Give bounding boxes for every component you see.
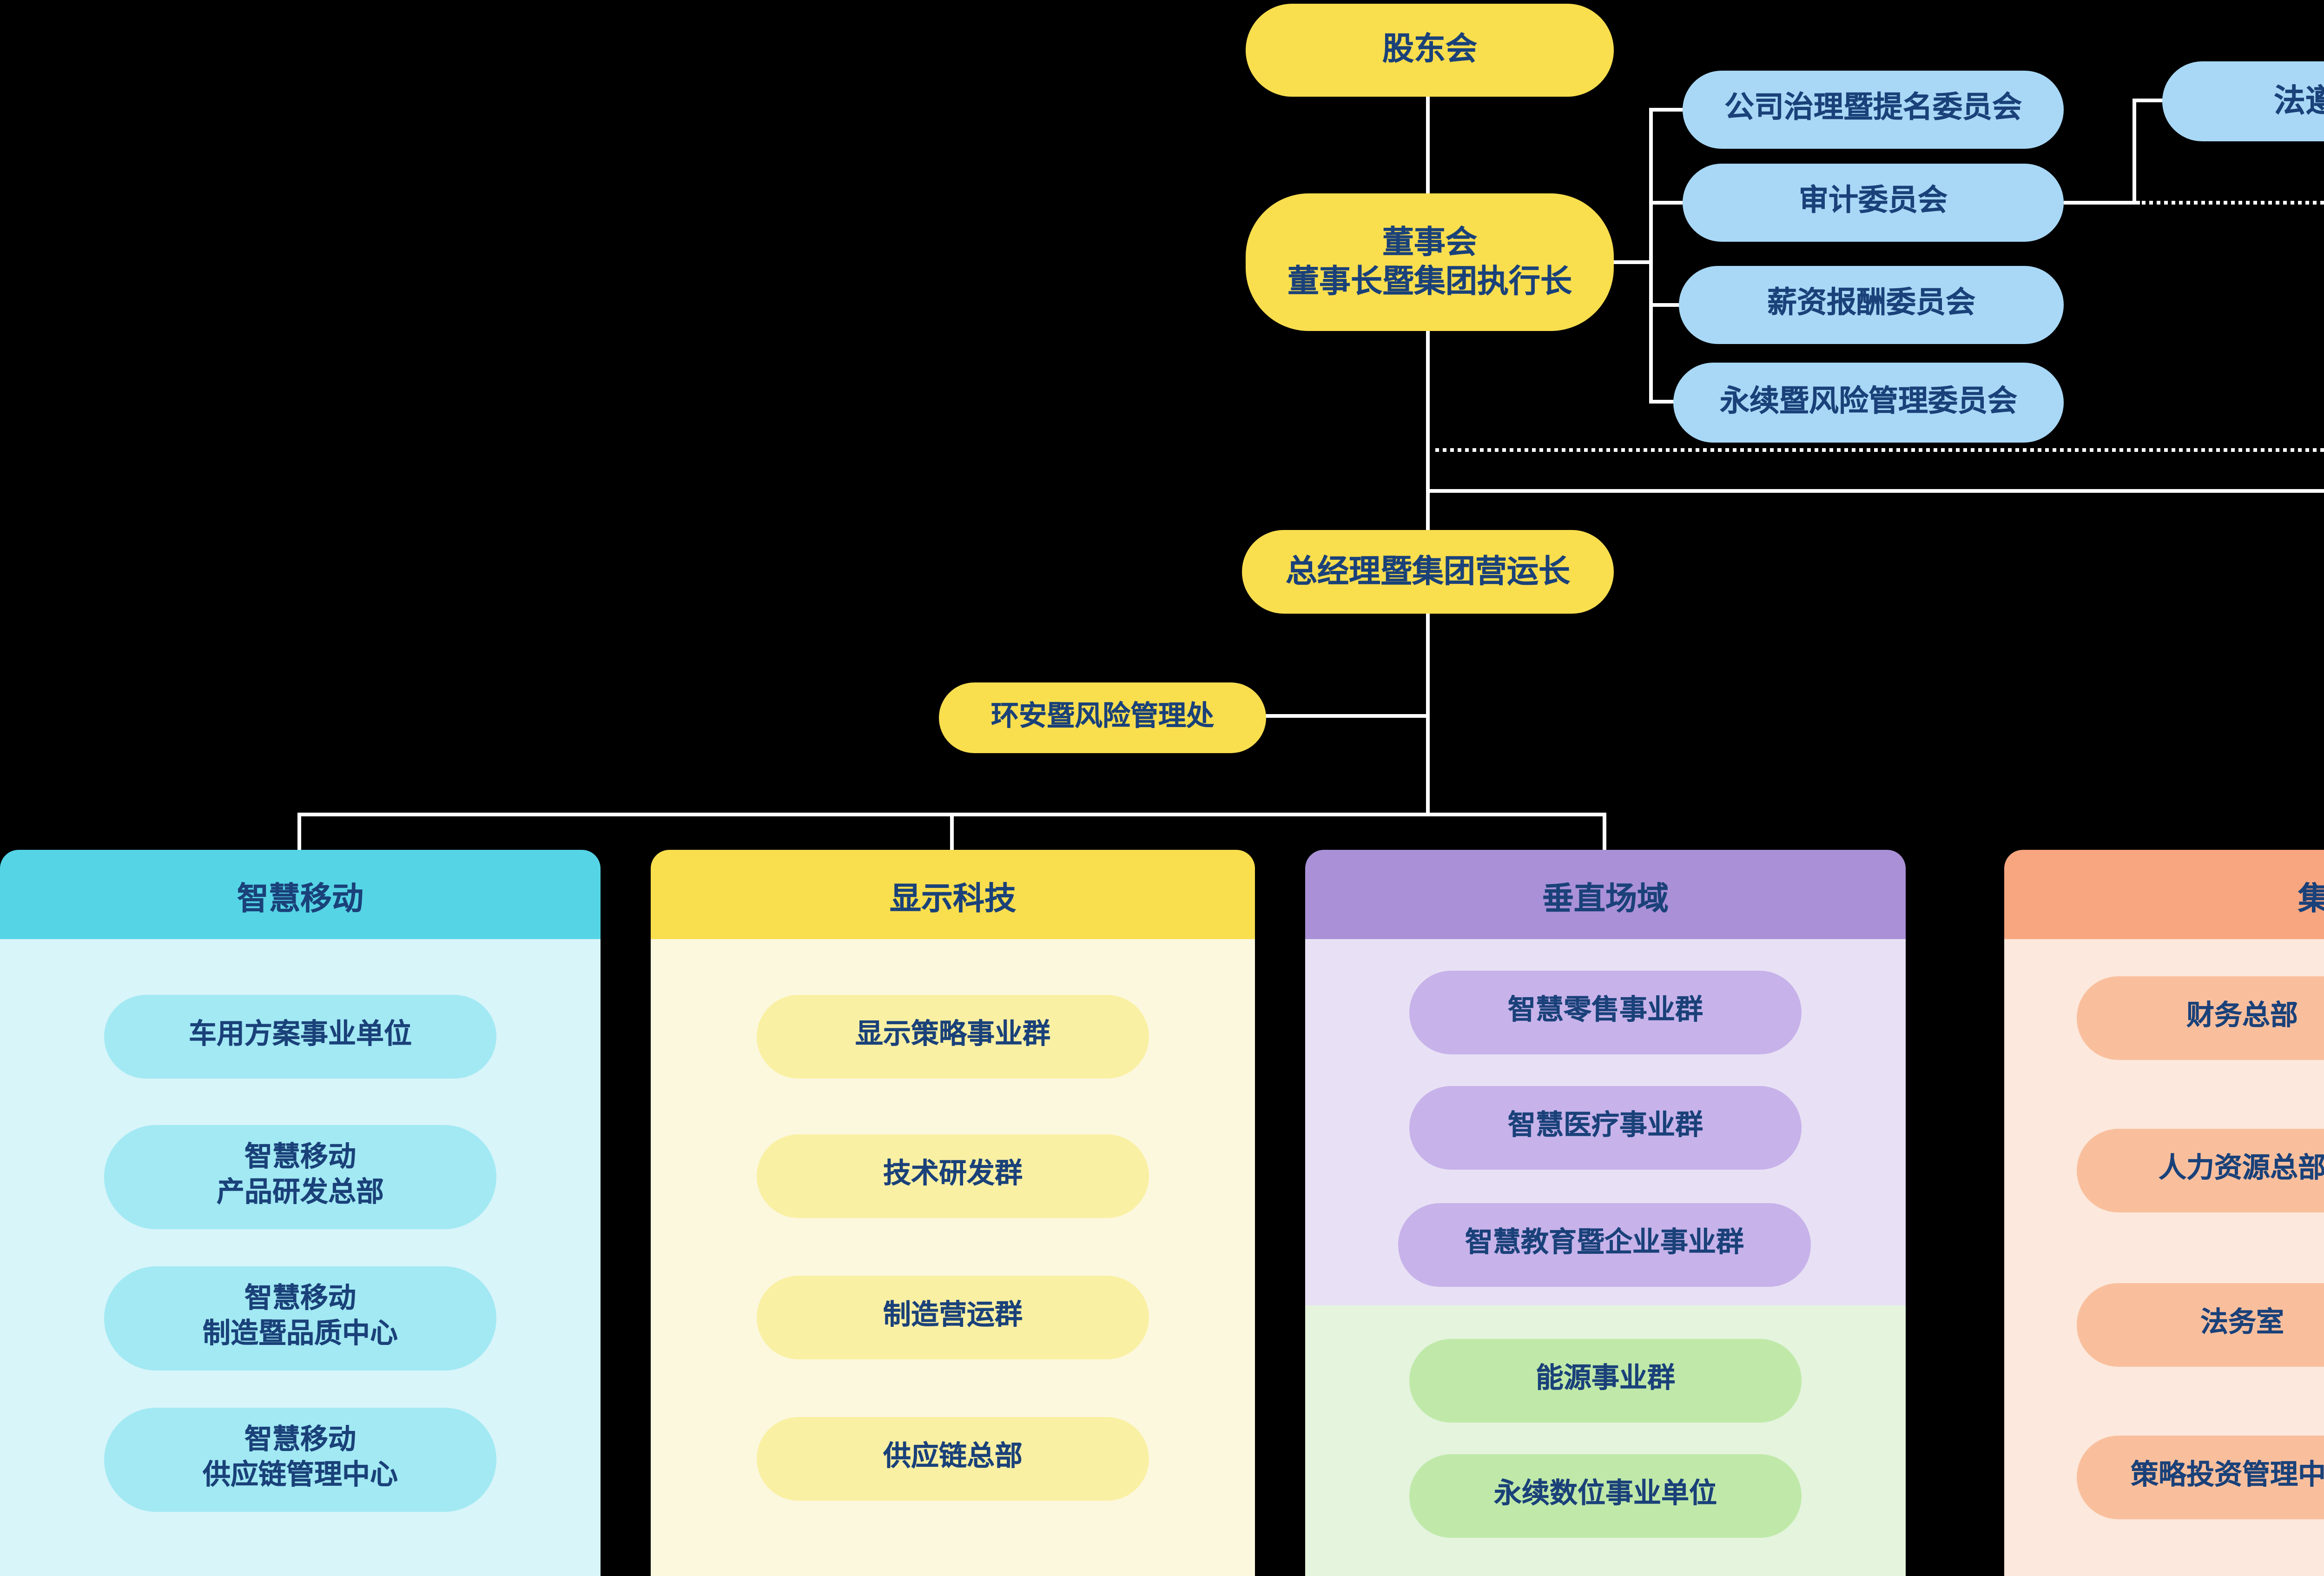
connector-drop-col1 [297,813,301,850]
node-smart-medical-group: 智慧医疗事业群 [1409,1086,1802,1170]
node-committee-audit: 审计委员会 [1683,164,2064,242]
node-mobility-product-rd: 智慧移动 产品研发总部 [104,1125,496,1229]
node-mobility-supply-chain: 智慧移动 供应链管理中心 [104,1408,496,1512]
node-committee-sustainability-risk: 永续暨风险管理委员会 [1673,363,2064,443]
connector-ehs [1264,714,1428,718]
node-energy-group: 能源事业群 [1409,1339,1802,1423]
connector-committee-bracket [1649,108,1653,404]
connector-president-columns [1426,614,1430,816]
node-manufacturing-operations-group: 制造营运群 [757,1276,1149,1359]
node-committee-governance: 公司治理暨提名委员会 [1683,71,2064,149]
connector-drop-col2 [950,813,954,850]
dotted-compliance-return-h [1426,448,2324,452]
column-display-technology: 显示科技 [651,850,1255,1576]
node-smart-retail-group: 智慧零售事业群 [1409,971,1802,1054]
node-strategic-investment-center: 策略投资管理中心 [2077,1436,2324,1519]
node-mobility-manufacturing-quality: 智慧移动 制造暨品质中心 [104,1266,496,1371]
column-smart-mobility-title: 智慧移动 [0,850,601,939]
node-smart-education-enterprise-group: 智慧教育暨企业事业群 [1398,1203,1811,1287]
node-finance-hq: 财务总部 [2077,976,2324,1060]
connector-bracket-committee-1 [1649,108,1683,112]
connector-col4-branch-h [1426,489,2324,493]
column-vertical-domains-title: 垂直场域 [1305,850,1906,939]
connector-bracket-committee-3 [1649,303,1683,307]
connector-drop-col3 [1603,813,1606,850]
connector-audit-compliance-h1 [2064,201,2136,205]
connector-audit-compliance-h2 [2133,99,2166,102]
node-committee-compensation: 薪资报酬委员会 [1679,266,2064,344]
connector-bracket-committee-2 [1649,201,1683,205]
connector-shareholders-board [1426,97,1430,195]
column-display-technology-title: 显示科技 [651,850,1255,939]
dotted-audit-right-h [2136,201,2324,205]
node-human-resources-hq: 人力资源总部 [2077,1129,2324,1212]
node-board: 董事会 董事长暨集团执行长 [1246,193,1614,331]
node-technology-rd-group: 技术研发群 [757,1134,1149,1218]
node-legal-office: 法务室 [2077,1283,2324,1367]
connector-board-bracket [1614,260,1651,264]
node-shareholders: 股东会 [1246,4,1614,97]
node-display-strategy-group: 显示策略事业群 [757,995,1149,1079]
node-automotive-solutions: 车用方案事业单位 [104,995,496,1079]
connector-audit-compliance-v [2133,99,2136,205]
connector-bracket-committee-4 [1649,400,1683,404]
connector-board-president [1426,331,1430,536]
node-supply-chain-hq: 供应链总部 [757,1417,1149,1501]
column-group-support-title: 集团营运支援单位 [2004,850,2324,939]
node-president: 总经理暨集团营运长 [1242,530,1614,614]
node-ehs-risk: 环安暨风险管理处 [939,682,1266,753]
node-sustainable-digital-unit: 永续数位事业单位 [1409,1454,1802,1538]
node-compliance-advisor: 法遵总顾问 [2162,61,2324,141]
